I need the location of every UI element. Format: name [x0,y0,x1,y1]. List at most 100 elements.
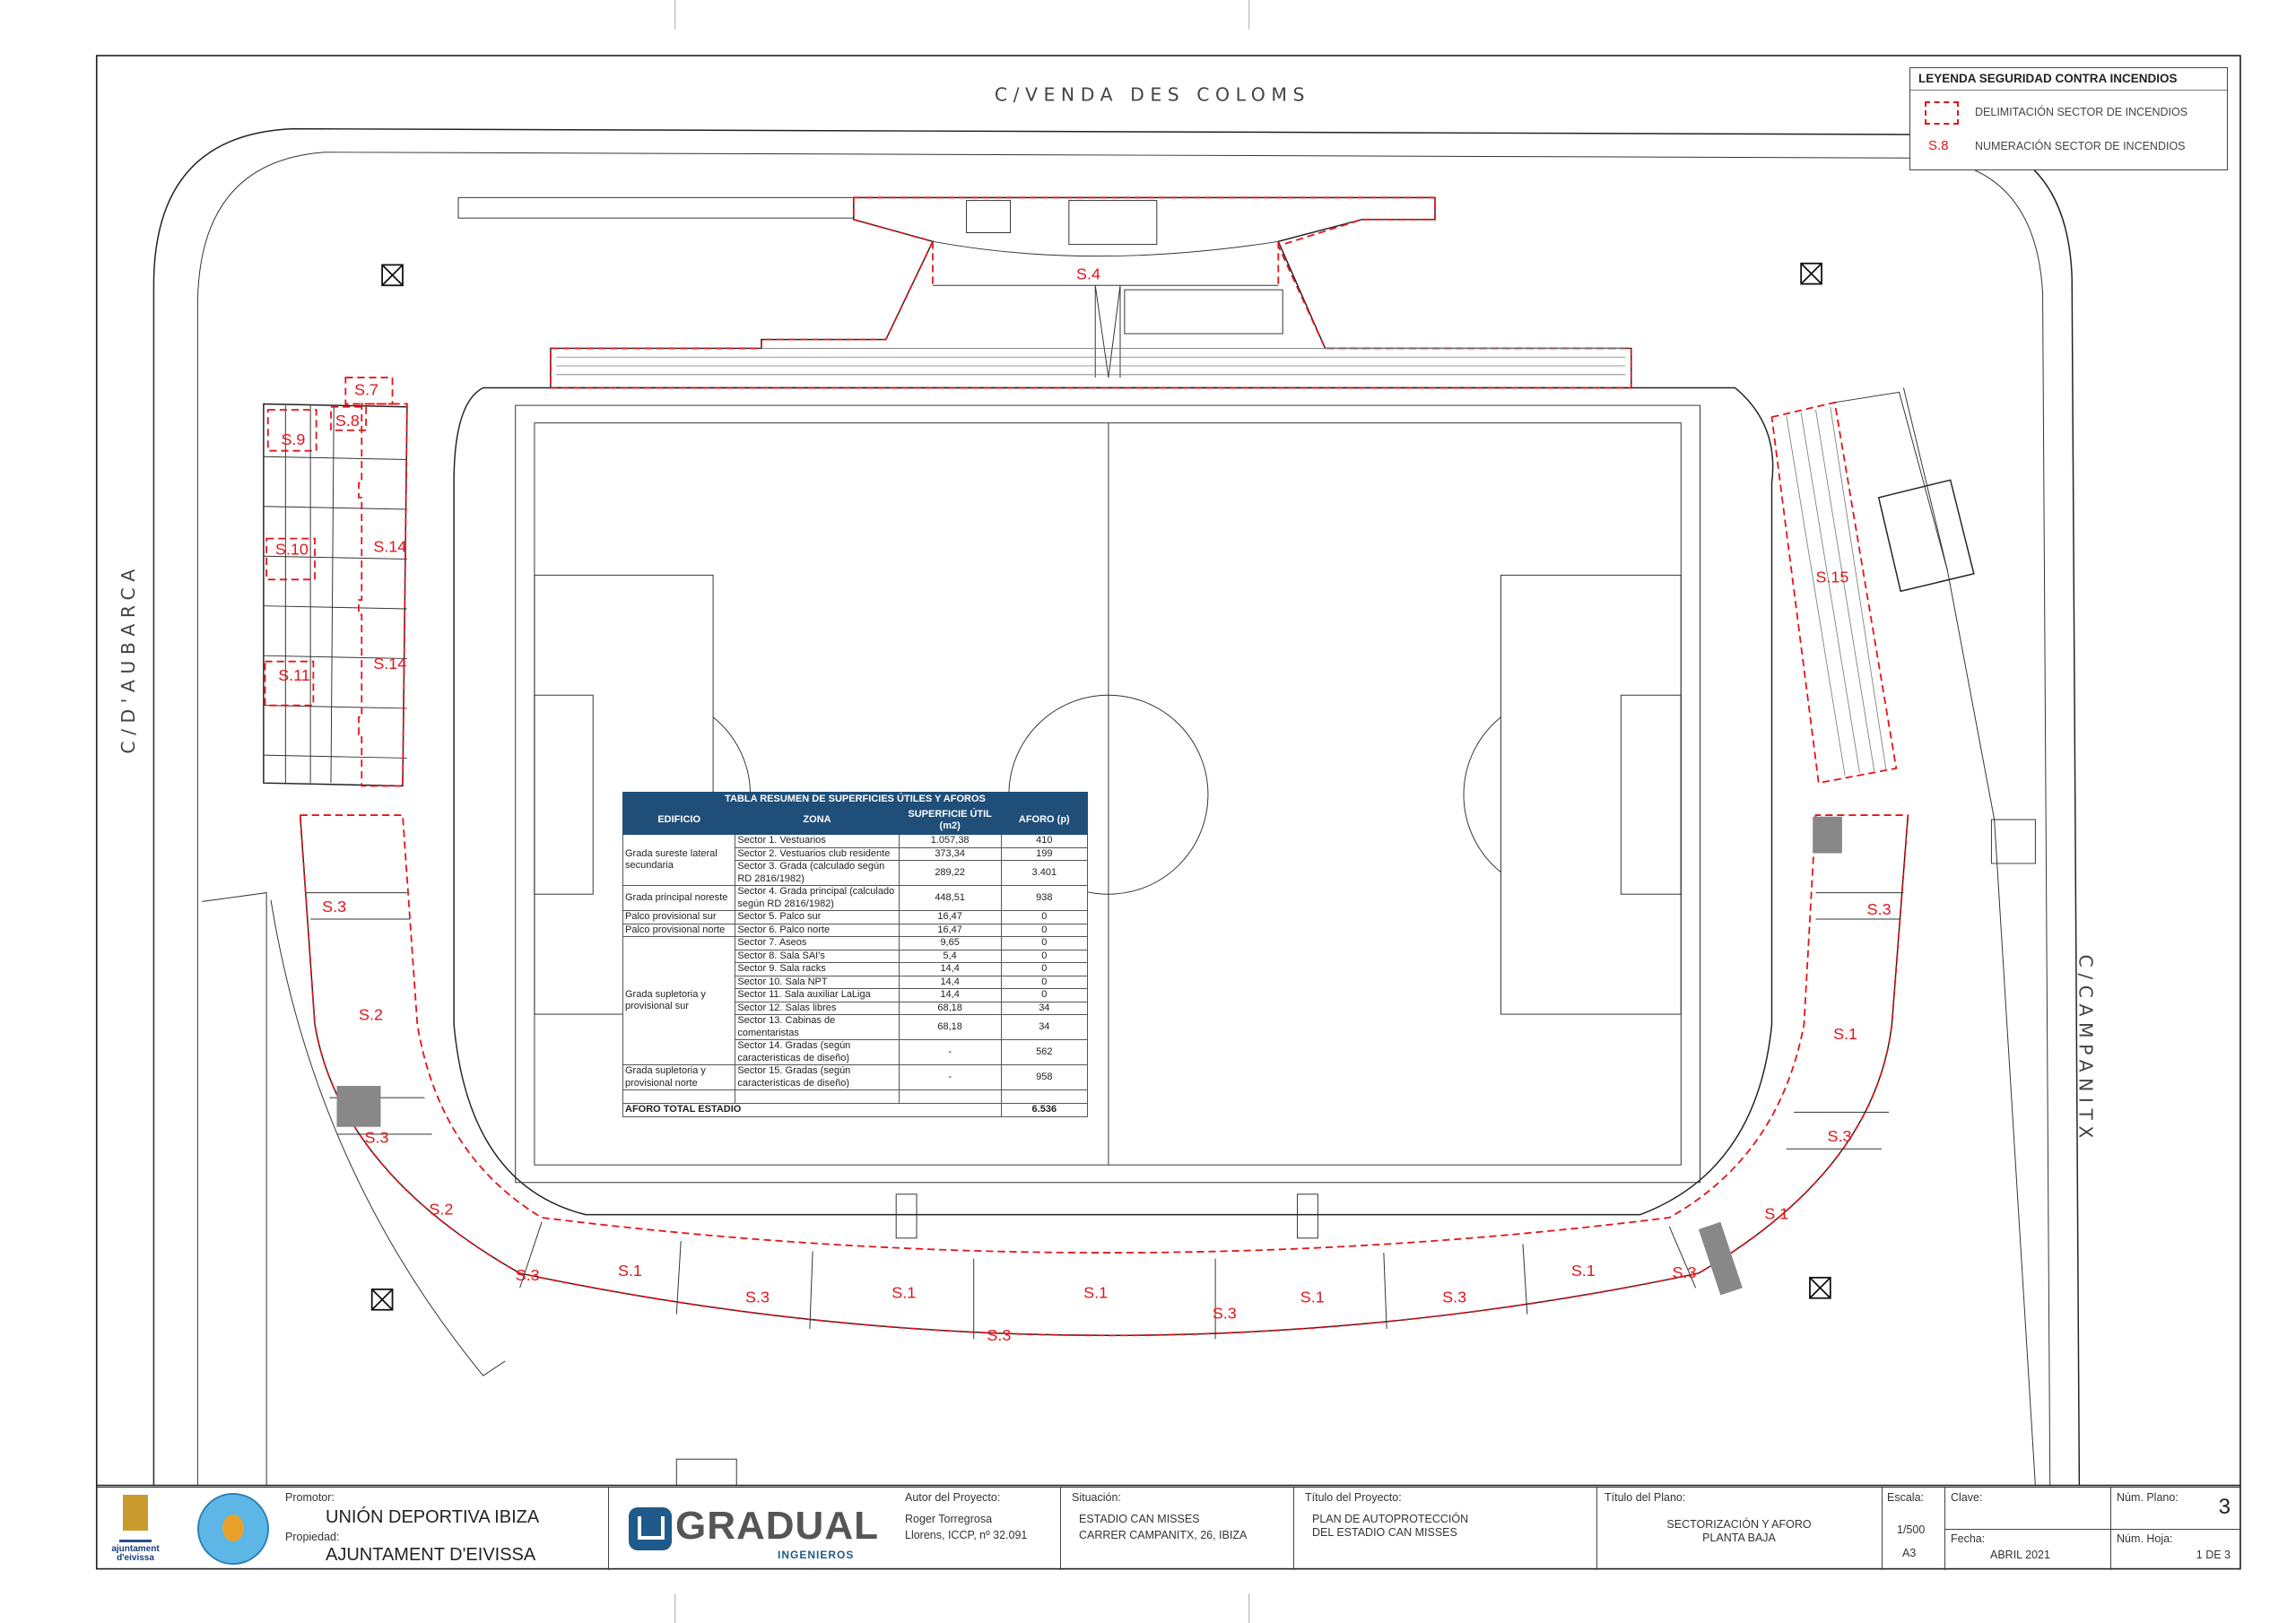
fire-safety-legend: LEYENDA SEGURIDAD CONTRA INCENDIOS DELIM… [1909,67,2228,170]
hatched-area [336,1086,381,1127]
sector-label: S.1 [618,1262,642,1280]
capacity-cell: 34 [1000,1014,1089,1040]
num-hoja-value: 1 DE 3 [2196,1549,2231,1561]
capacity-cell: 0 [1000,975,1089,989]
capacity-cell: 938 [1000,885,1089,911]
sector-label: S.14 [373,537,406,555]
clave-label: Clave: [1951,1491,1983,1504]
zone-cell: Sector 15. Gradas (según caracteristicas… [735,1064,900,1090]
street-label-west: C/D'AUBARCA [117,563,139,753]
x-box-icon [1809,1276,1831,1299]
sector-label: S.1 [1083,1284,1108,1302]
sector-label: S.1 [1833,1025,1857,1043]
zone-cell: Sector 10. Sala NPT [735,975,900,989]
building-cell: Grada principal noreste [622,885,736,911]
sector-label: S.3 [1442,1289,1466,1306]
capacity-cell: 0 [1000,936,1089,950]
building-cell: Grada supletoria y provisional sur [622,936,736,1065]
area-cell: 5,4 [898,949,1002,963]
sector-label: S.8 [335,412,360,430]
proyecto-label: Título del Proyecto: [1305,1491,1402,1504]
company-subtitle: INGENIEROS [778,1549,855,1561]
propiedad-value: AJUNTAMENT D'EIVISSA [326,1545,536,1565]
num-plano-label: Núm. Plano: [2117,1491,2179,1504]
situacion-line-2: CARRER CAMPANITX, 26, IBIZA [1079,1529,1248,1541]
company-name: GRADUAL [675,1504,879,1548]
table-row-empty [622,1089,1089,1104]
capacity-cell: 0 [1000,988,1089,1002]
building-cell: Palco provisional sur [622,910,736,924]
column-header: AFORO (p) [1000,806,1089,835]
crop-marks [674,0,1250,1623]
x-box-icon [1800,262,1822,285]
promotor-label: Promotor: [285,1491,335,1504]
fecha-label: Fecha: [1951,1532,1986,1545]
proyecto-line-2: DEL ESTADIO CAN MISSES [1312,1526,1457,1539]
situacion-label: Situación: [1072,1491,1121,1504]
sector-label: S.3 [1867,900,1892,918]
ibiza-club-logo [197,1493,269,1565]
zone-cell: Sector 6. Palco norte [735,923,900,937]
capacity-cell: 0 [1000,962,1089,976]
site-boundary [152,127,2081,1486]
sector-label: S.14 [373,655,406,673]
autor-line-1: Roger Torregrosa [905,1513,993,1525]
zone-cell: Sector 2. Vestuarios club residente [735,846,900,861]
area-cell: 14,4 [898,962,1002,976]
summary-table: TABLA RESUMEN DE SUPERFICIES ÚTILES Y AF… [622,792,1089,1117]
table-title: TABLA RESUMEN DE SUPERFICIES ÚTILES Y AF… [622,792,1088,807]
zone-cell: Sector 13. Cabinas de comentaristas [735,1014,900,1040]
plano-line-1: SECTORIZACIÓN Y AFORO [1666,1518,1812,1531]
gradual-logo [629,1507,672,1550]
area-cell: 289,22 [898,860,1002,886]
num-hoja-label: Núm. Hoja: [2117,1532,2173,1545]
promotor-value: UNIÓN DEPORTIVA IBIZA [326,1507,540,1527]
autor-line-2: Llorens, ICCP, nº 32.091 [905,1529,1028,1541]
zone-cell: Sector 8. Sala SAI's [735,949,900,963]
legend-title: LEYENDA SEGURIDAD CONTRA INCENDIOS [1910,68,2227,91]
sector-label: S.3 [745,1289,770,1306]
sector-label: S.3 [322,898,346,916]
sector-label: S.1 [1571,1262,1596,1280]
area-cell: 68,18 [898,1001,1002,1015]
fecha-value: ABRIL 2021 [1990,1549,2050,1561]
capacity-cell: 958 [1000,1064,1089,1090]
sector-label: S.3 [516,1266,540,1284]
area-cell: - [898,1064,1002,1090]
sector-label: S.9 [281,430,305,448]
zone-cell: Sector 9. Sala racks [735,962,900,976]
situacion-line-1: ESTADIO CAN MISSES [1079,1513,1200,1525]
total-label: AFORO TOTAL ESTADIO [622,1103,1002,1117]
capacity-cell: 199 [1000,846,1089,861]
south-curved-stand [299,814,1909,1340]
plano-line-2: PLANTA BAJA [1702,1532,1776,1544]
area-cell: 1.057,38 [898,834,1002,848]
sector-label: S.1 [891,1284,916,1302]
building-cell: Palco provisional norte [622,923,736,937]
area-cell: 14,4 [898,988,1002,1002]
area-cell: - [898,1039,1002,1065]
zone-cell: Sector 5. Palco sur [735,910,900,924]
zone-cell: Sector 3. Grada (calculado según RD 2816… [735,860,900,886]
sector-label: S.2 [429,1201,453,1219]
column-header: ZONA [735,806,900,835]
x-box-icon [370,1288,394,1311]
sector-label: S.3 [1672,1263,1696,1281]
hatched-area [1813,816,1842,854]
sector-label: S.2 [359,1006,383,1024]
num-plano-value: 3 [2218,1495,2231,1519]
autor-label: Autor del Proyecto: [905,1491,1001,1504]
north-main-stand [457,196,1632,389]
capacity-cell: 0 [1000,949,1089,963]
zone-cell: Sector 7. Aseos [735,936,900,950]
zone-cell: Sector 14. Gradas (según caracteristicas… [735,1039,900,1065]
